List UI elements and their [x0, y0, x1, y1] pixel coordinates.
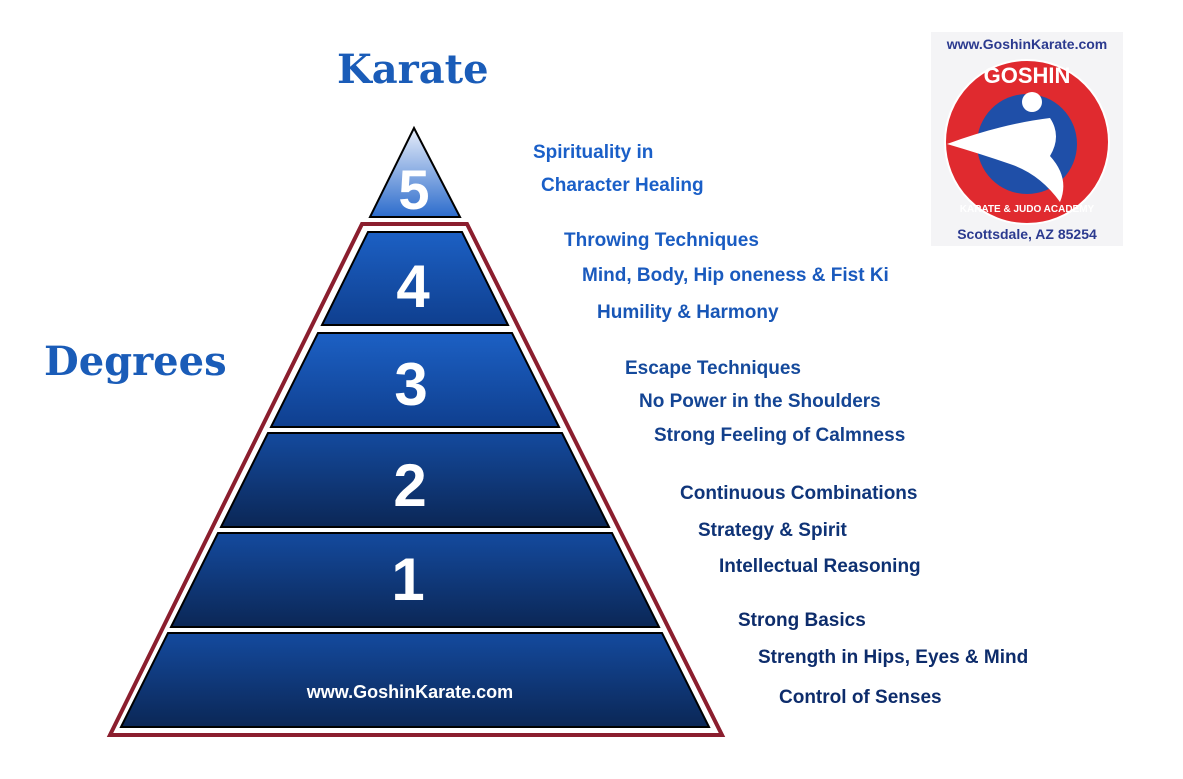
degree-5-number: 5: [398, 158, 430, 221]
tier-3: [269, 332, 561, 428]
logo-academy: KARATE & JUDO ACADEMY: [959, 204, 1095, 215]
degree-4-number: 4: [396, 253, 430, 320]
tier-1-label: Strong Basics: [738, 610, 866, 631]
tier-4-label: Throwing Techniques: [564, 230, 759, 251]
tier-2-label: Intellectual Reasoning: [719, 556, 921, 577]
tier-3-label: Strong Feeling of Calmness: [654, 425, 906, 446]
tier-3-label: Escape Techniques: [625, 358, 801, 379]
tier-1-label: Strength in Hips, Eyes & Mind: [758, 647, 1029, 668]
tier-5-label: Spirituality in: [533, 142, 654, 163]
tier-2-label: Strategy & Spirit: [698, 520, 847, 541]
tier-4: [320, 231, 510, 326]
logo-location: Scottsdale, AZ 85254: [957, 226, 1097, 242]
title-karate: Karate: [337, 46, 489, 93]
degree-2-number: 2: [393, 452, 427, 519]
tier-1: [169, 532, 661, 628]
tier-4-label: Mind, Body, Hip oneness & Fist Ki: [582, 265, 889, 286]
tier-1-label: Control of Senses: [779, 687, 942, 708]
logo-website: www.GoshinKarate.com: [946, 36, 1108, 52]
tier-4-label: Humility & Harmony: [597, 302, 779, 323]
tier-5-apex: [368, 125, 462, 218]
degree-1-number: 1: [391, 546, 425, 613]
degree-3-number: 3: [394, 351, 428, 418]
tier-3-label: No Power in the Shoulders: [639, 391, 881, 412]
tier-2-label: Continuous Combinations: [680, 483, 918, 504]
goshin-logo: www.GoshinKarate.com GOSHIN KARATE & JUD…: [931, 32, 1123, 246]
fighter-head-icon: [1022, 92, 1042, 112]
logo-emblem: [944, 59, 1110, 225]
title-degrees: Degrees: [44, 338, 227, 385]
pyramid: [106, 125, 726, 737]
kicking-fighter-icon: [947, 118, 1064, 202]
tier-5-label: Character Healing: [541, 175, 704, 196]
tier-2: [219, 432, 611, 528]
logo-name: GOSHIN: [983, 63, 1071, 88]
tier-base: [119, 632, 711, 728]
footer-url: www.GoshinKarate.com: [306, 682, 514, 702]
